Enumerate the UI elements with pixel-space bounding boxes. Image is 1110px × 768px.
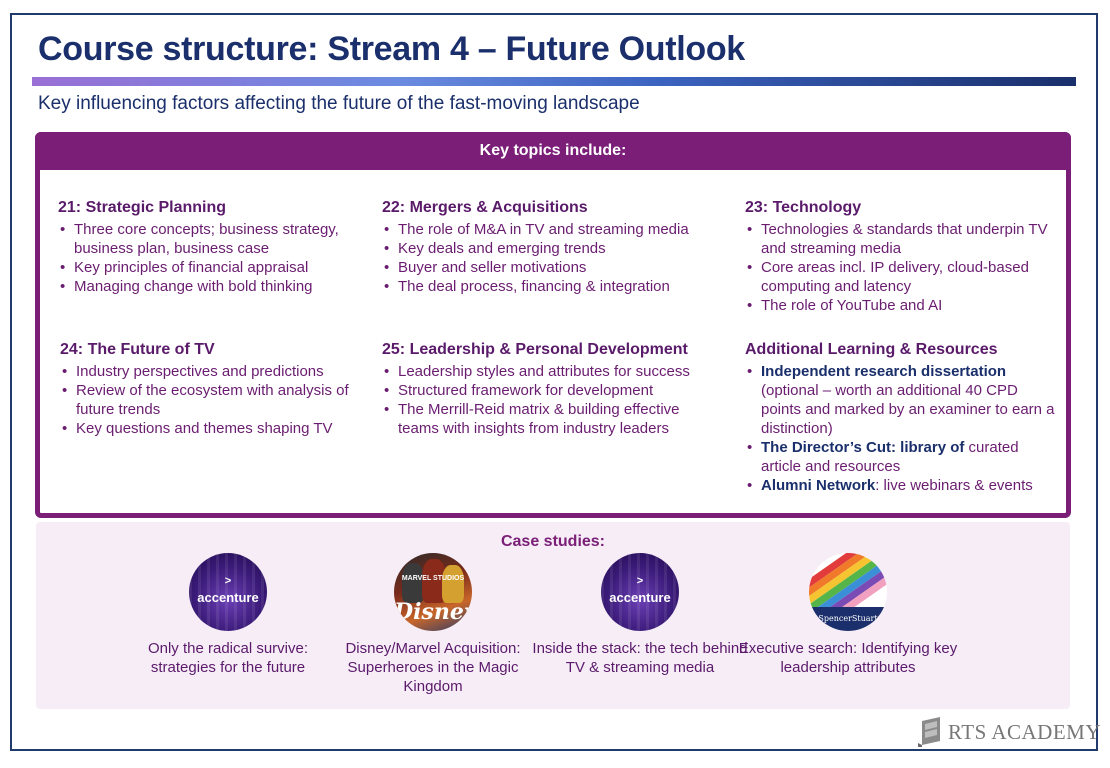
list-item: The role of YouTube and AI xyxy=(745,296,1055,315)
case-studies-title: Case studies: xyxy=(500,533,606,550)
accenture-logo-icon: > accenture xyxy=(601,553,679,631)
key-topics-panel: Key topics include: 21: Strategic Planni… xyxy=(35,132,1071,518)
case-caption: Executive search: Identifying key leader… xyxy=(738,640,958,676)
list-item: The Director’s Cut: library of curated a… xyxy=(745,438,1060,476)
list-item: Key questions and themes shaping TV xyxy=(60,419,360,438)
item-text: : live webinars & events xyxy=(875,477,1033,494)
case-study-card: SpencerStuart Executive search: Identify… xyxy=(738,553,958,677)
list-item: Technologies & standards that underpin T… xyxy=(745,220,1055,258)
list-item: Key deals and emerging trends xyxy=(382,239,722,258)
list-item: The deal process, financing & integratio… xyxy=(382,277,722,296)
slide-frame xyxy=(10,13,1098,751)
topic-list: The role of M&A in TV and streaming medi… xyxy=(382,220,722,296)
item-bold: Alumni Network xyxy=(761,477,876,494)
topic-list: Independent research dissertation (optio… xyxy=(745,362,1060,495)
title-underline xyxy=(32,77,1076,86)
topic-21: 21: Strategic Planning Three core concep… xyxy=(58,198,358,296)
list-item: Core areas incl. IP delivery, cloud-base… xyxy=(745,258,1055,296)
key-topics-header: Key topics include: xyxy=(35,132,1071,170)
list-item: Leadership styles and attributes for suc… xyxy=(382,362,722,381)
list-item: The role of M&A in TV and streaming medi… xyxy=(382,220,722,239)
case-caption: Inside the stack: the tech behind TV & s… xyxy=(532,640,748,676)
additional-resources: Additional Learning & Resources Independ… xyxy=(745,340,1060,495)
topic-title: 21: Strategic Planning xyxy=(58,199,227,216)
logo-text: accenture xyxy=(609,590,671,605)
item-bold: The Director’s Cut: library of xyxy=(761,439,965,456)
list-item: Review of the ecosystem with analysis of… xyxy=(60,381,360,419)
topic-23: 23: Technology Technologies & standards … xyxy=(745,198,1055,315)
case-studies-panel: Case studies: > accenture Only the radic… xyxy=(36,522,1070,709)
topic-list: Leadership styles and attributes for suc… xyxy=(382,362,722,438)
topic-title: 23: Technology xyxy=(745,199,862,216)
topic-list: Technologies & standards that underpin T… xyxy=(745,220,1055,315)
item-text: (optional – worth an additional 40 CPD p… xyxy=(761,382,1055,437)
case-caption: Disney/Marvel Acquisition: Superheroes i… xyxy=(345,640,521,695)
topic-list: Industry perspectives and predictions Re… xyxy=(60,362,360,438)
list-item: Alumni Network: live webinars & events xyxy=(745,476,1060,495)
case-study-card: MARVEL STUDIOS Disney Disney/Marvel Acqu… xyxy=(323,553,543,696)
list-item: Structured framework for development xyxy=(382,381,722,400)
list-item: Managing change with bold thinking xyxy=(58,277,358,296)
list-item: Industry perspectives and predictions xyxy=(60,362,360,381)
case-caption: Only the radical survive: strategies for… xyxy=(147,640,309,676)
case-study-card: > accenture Inside the stack: the tech b… xyxy=(530,553,750,677)
brand-name: RTS ACADEMY xyxy=(948,719,1102,744)
topic-title: 22: Mergers & Acquisitions xyxy=(382,199,588,216)
topic-25: 25: Leadership & Personal Development Le… xyxy=(382,340,722,438)
page-title: Course structure: Stream 4 – Future Outl… xyxy=(38,30,745,68)
logo-small-text: MARVEL STUDIOS xyxy=(401,575,465,582)
spencerstuart-logo-icon: SpencerStuart xyxy=(809,553,887,631)
topic-title: Additional Learning & Resources xyxy=(745,341,998,358)
logo-text: Disney xyxy=(394,599,472,625)
case-study-card: > accenture Only the radical survive: st… xyxy=(118,553,338,677)
topic-22: 22: Mergers & Acquisitions The role of M… xyxy=(382,198,722,296)
logo-text: SpencerStuart xyxy=(818,614,878,623)
topic-list: Three core concepts; business strategy, … xyxy=(58,220,358,296)
page-subtitle: Key influencing factors affecting the fu… xyxy=(38,93,640,114)
list-item: Independent research dissertation (optio… xyxy=(745,362,1060,438)
item-bold: Independent research dissertation xyxy=(761,363,1007,380)
rts-academy-logo-icon xyxy=(918,717,944,747)
item-text: curated article and resources xyxy=(761,439,1019,475)
topic-title: 24: The Future of TV xyxy=(60,341,215,358)
logo-text: accenture xyxy=(197,590,259,605)
topic-24: 24: The Future of TV Industry perspectiv… xyxy=(60,340,360,438)
topic-title: 25: Leadership & Personal Development xyxy=(382,341,688,358)
list-item: Buyer and seller motivations xyxy=(382,258,722,277)
disney-marvel-logo-icon: MARVEL STUDIOS Disney xyxy=(394,553,472,631)
list-item: The Merrill-Reid matrix & building effec… xyxy=(382,400,722,438)
list-item: Key principles of financial appraisal xyxy=(58,258,358,277)
accenture-logo-icon: > accenture xyxy=(189,553,267,631)
list-item: Three core concepts; business strategy, … xyxy=(58,220,358,258)
rts-academy-logo: RTS ACADEMY xyxy=(918,717,1101,747)
